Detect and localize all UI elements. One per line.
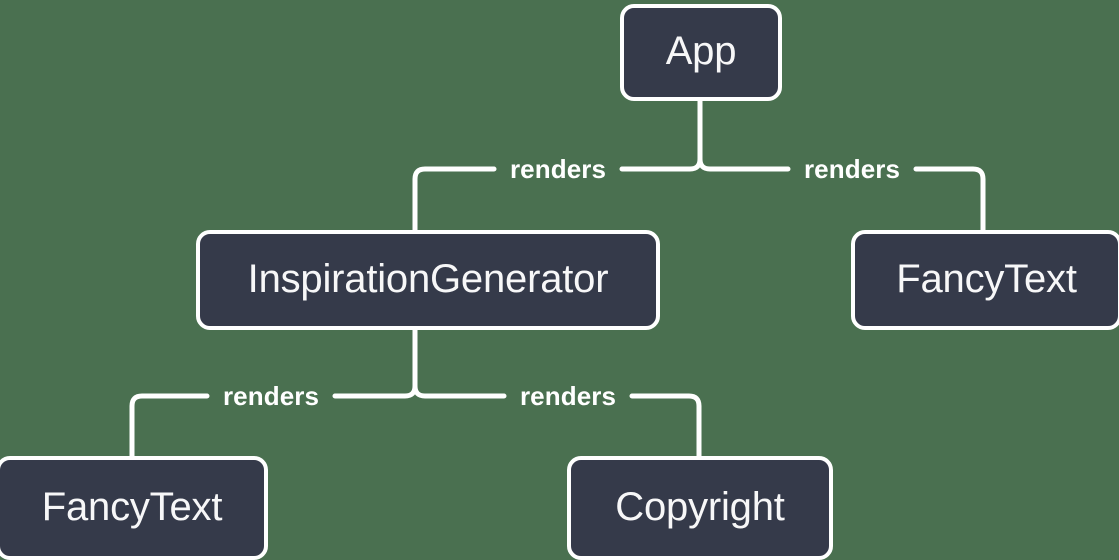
node-fancytext-bottom-label: FancyText bbox=[41, 484, 223, 529]
node-inspiration-generator-label: InspirationGenerator bbox=[247, 256, 609, 301]
node-fancytext-top-label: FancyText bbox=[896, 256, 1077, 301]
edge-label-app-inspiration-generator: renders bbox=[509, 154, 607, 184]
node-app[interactable]: App bbox=[620, 4, 782, 101]
edge-label-inspiration-generator-fancytext: renders bbox=[222, 381, 320, 411]
node-inspiration-generator[interactable]: InspirationGenerator bbox=[196, 230, 660, 330]
node-copyright[interactable]: Copyright bbox=[567, 456, 833, 560]
node-fancytext-bottom[interactable]: FancyText bbox=[0, 456, 268, 560]
node-copyright-label: Copyright bbox=[615, 484, 785, 529]
node-app-label: App bbox=[665, 29, 737, 73]
node-fancytext-top[interactable]: FancyText bbox=[851, 230, 1119, 330]
edge-label-inspiration-generator-copyright: renders bbox=[519, 381, 617, 411]
edge-label-app-fancytext: renders bbox=[803, 154, 901, 184]
